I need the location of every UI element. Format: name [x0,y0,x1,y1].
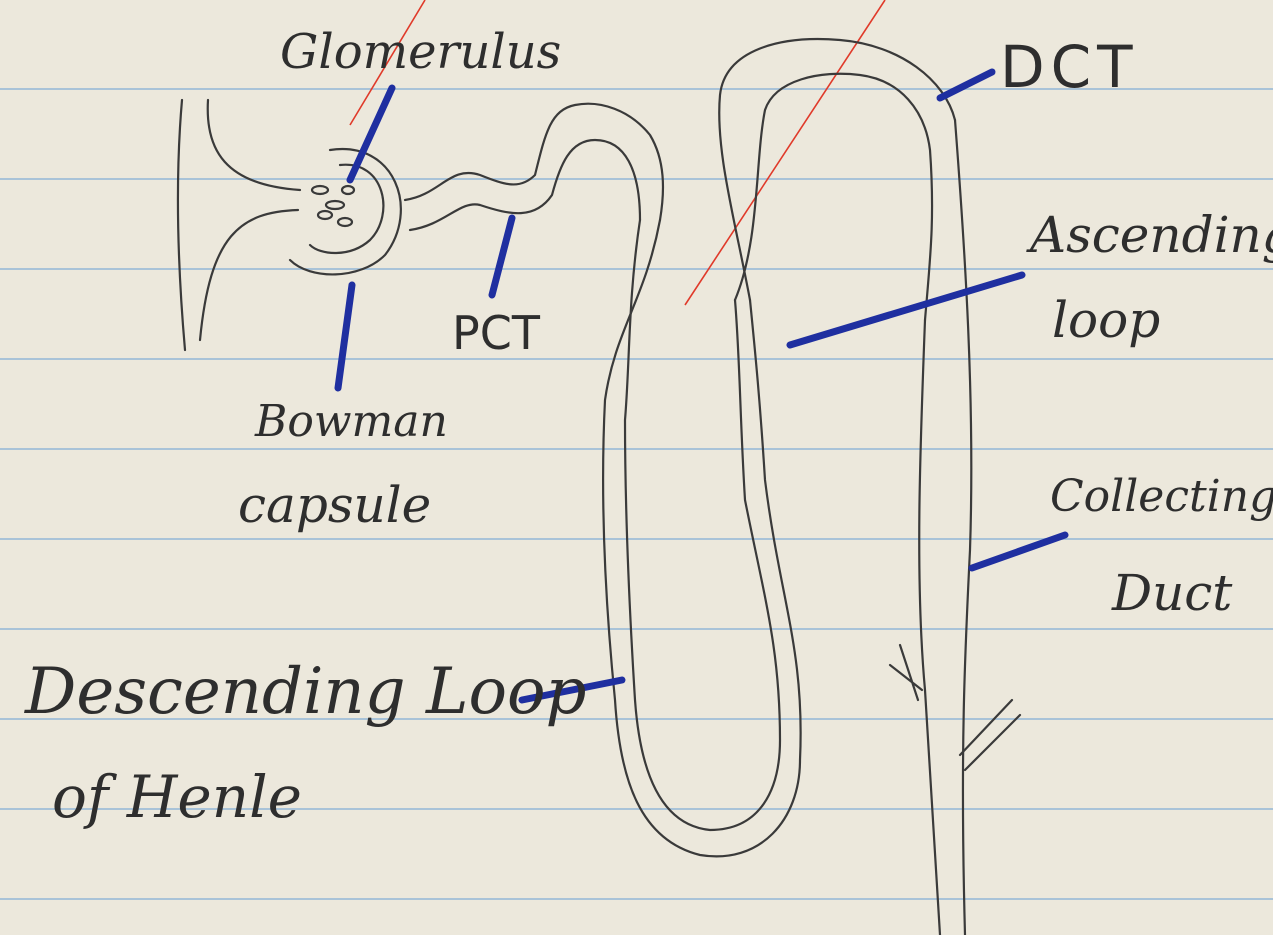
bowman-capsule-inner [310,165,383,253]
vessel-inner [208,100,300,190]
red-stroke-right [685,0,885,305]
label-bowman-line1: Bowman [255,400,448,444]
leader-collecting [972,535,1065,568]
label-bowman-line2: capsule [238,480,431,530]
descending-limb-outer [603,220,801,856]
collecting-duct-inner [919,320,940,935]
glomerulus-capillaries [312,186,354,226]
leader-pct [492,218,512,295]
label-collecting-line1: Collecting [1050,475,1273,519]
label-dct: DCT [1000,38,1139,96]
ascending-limb-inner [735,74,932,320]
label-pct: PCT [452,310,540,356]
pct-upper [405,104,663,220]
label-ascending-line1: Ascending [1030,210,1273,260]
collecting-duct-branch-right [960,700,1020,770]
label-descending-line1: Descending Loop [25,660,586,724]
vessel-lower [200,210,298,340]
leader-bowman [338,285,352,388]
collecting-duct-branch-left [890,645,922,700]
bowman-capsule-outer [290,149,401,274]
leader-ascending [790,275,1022,345]
pct-lower [410,140,640,230]
vessel-outer [178,100,185,350]
label-glomerulus: Glomerulus [280,28,561,76]
collecting-duct-outer [955,120,971,935]
label-descending-line2: of Henle [52,768,302,826]
label-collecting-line2: Duct [1112,568,1232,618]
descending-limb-inner [625,220,780,830]
ascending-limb-outer [719,39,955,300]
label-ascending-line2: loop [1052,295,1160,345]
leader-dct [940,72,992,98]
